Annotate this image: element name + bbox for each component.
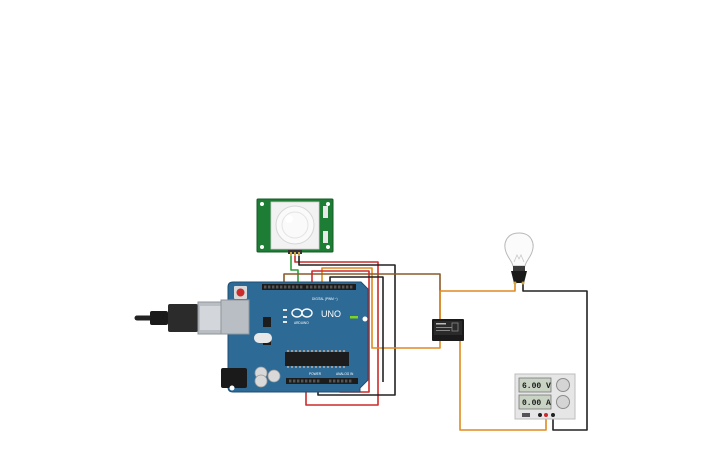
current-knob[interactable] xyxy=(556,395,570,409)
mount-hole-icon xyxy=(260,245,264,249)
microcontroller-chip xyxy=(285,350,349,368)
wires xyxy=(283,252,588,431)
relay-module[interactable] xyxy=(432,319,464,341)
model-label: UNO xyxy=(321,309,341,319)
voltage-reading: 6.00 V xyxy=(522,382,551,391)
usb-port xyxy=(220,299,250,335)
bulb-socket xyxy=(511,271,527,283)
terminal-negative[interactable] xyxy=(551,413,555,417)
power-led-icon xyxy=(350,316,358,319)
dc-power-jack xyxy=(221,368,247,388)
bulb-base xyxy=(513,266,525,271)
brand-label: ARDUINO xyxy=(294,321,309,325)
wire-pir-signal-green[interactable] xyxy=(290,252,299,285)
pir-pin-header xyxy=(288,250,302,256)
mount-hole-icon xyxy=(229,385,235,391)
crystal-oscillator xyxy=(254,333,272,343)
mount-hole-icon xyxy=(260,202,264,206)
current-reading: 0.00 A xyxy=(522,399,551,408)
wire-relay-supply-orange[interactable] xyxy=(459,333,547,431)
mount-hole-icon xyxy=(362,316,368,322)
capacitor-icon xyxy=(254,374,268,388)
terminal-ground[interactable] xyxy=(538,413,542,417)
analog-label: ANALOG IN xyxy=(336,372,354,376)
wire-arduino-gnd-black[interactable] xyxy=(329,276,384,382)
digital-label: DIGITAL (PWM ~) xyxy=(312,297,338,301)
power-switch[interactable] xyxy=(522,413,530,417)
light-bulb[interactable] xyxy=(504,232,534,285)
wire-bulb-relay-orange[interactable] xyxy=(439,283,516,319)
digital-header xyxy=(262,284,356,290)
current-display xyxy=(518,394,552,410)
mount-hole-icon xyxy=(326,202,330,206)
dc-power-supply[interactable]: 6.00 V 0.00 A xyxy=(514,373,576,420)
arduino-uno-board[interactable]: DIGITAL (PWM ~) ARDUINO UNO xyxy=(220,281,369,393)
usb-chip xyxy=(263,317,271,327)
led-icon xyxy=(283,321,287,323)
voltage-knob[interactable] xyxy=(556,378,570,392)
arduino-logo-icon xyxy=(291,308,313,318)
capacitor-icon xyxy=(267,369,281,383)
led-icon xyxy=(283,309,287,311)
pir-potentiometer xyxy=(323,231,328,243)
pir-sensor[interactable] xyxy=(256,198,334,256)
terminal-positive[interactable] xyxy=(544,413,548,417)
power-analog-header xyxy=(286,378,358,384)
power-label: POWER xyxy=(309,372,322,376)
voltage-display xyxy=(518,377,552,393)
wire-bulb-supply-black[interactable] xyxy=(522,283,588,431)
pir-potentiometer xyxy=(323,206,328,218)
wire-pir-vcc-red[interactable] xyxy=(294,252,379,406)
mount-hole-icon xyxy=(326,245,330,249)
led-icon xyxy=(283,316,287,318)
